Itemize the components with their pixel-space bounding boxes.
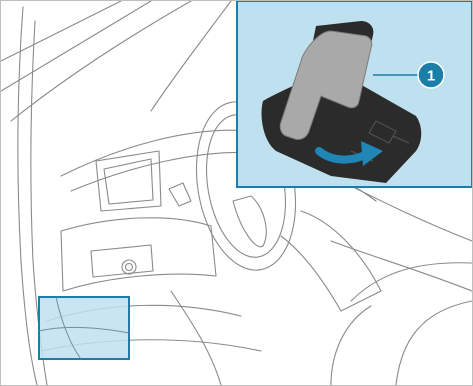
steering-hub [233, 196, 266, 247]
pillar-line-3 [11, 1, 191, 121]
lower-dashboard [61, 218, 216, 291]
pillar-line-1 [1, 1, 121, 61]
start-button [122, 260, 136, 274]
start-button-inner [126, 264, 133, 271]
console-line-1 [351, 186, 472, 241]
switch-panel [91, 245, 153, 277]
seat-side [396, 301, 472, 385]
door-frame-outer [18, 7, 37, 385]
pedal-area-line [171, 291, 221, 385]
callout-number: 1 [427, 68, 435, 85]
center-console [281, 211, 381, 311]
steering-stalk [169, 183, 191, 206]
pillar-line-2 [1, 1, 151, 91]
detail-inset: 1 [237, 1, 472, 187]
console-line-2 [331, 241, 472, 291]
seat-edge [331, 306, 371, 385]
